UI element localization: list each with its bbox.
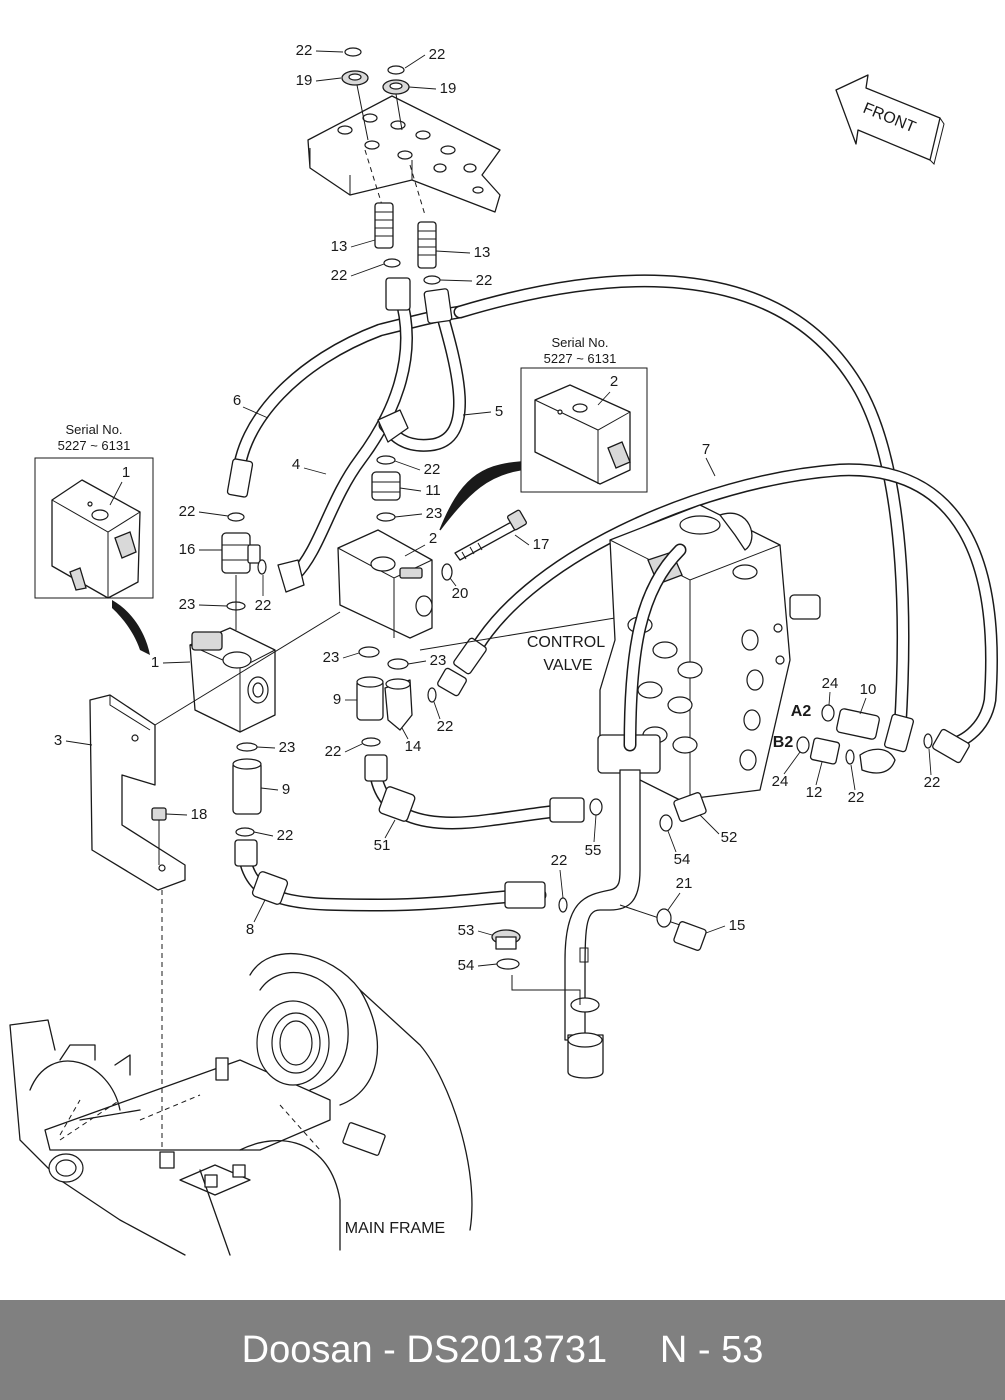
plug-53 — [491, 929, 521, 950]
callout-22: 22 — [296, 42, 313, 59]
callout-14: 14 — [405, 738, 422, 755]
callout-52: 52 — [721, 829, 738, 846]
callout-7: 7 — [702, 441, 710, 458]
main-frame-label: MAIN FRAME — [345, 1220, 445, 1237]
callout-11: 11 — [425, 482, 441, 499]
footer-text: Doosan - DS2013731 N - 53 — [241, 1328, 764, 1371]
elbow-14 — [384, 678, 413, 731]
callout-15: 15 — [729, 917, 746, 934]
check-valve-9-upper — [356, 676, 384, 721]
valve-block-2 — [337, 529, 433, 639]
callout-54: 54 — [458, 957, 475, 974]
callout-3: 3 — [54, 732, 62, 749]
hose-7-lower — [463, 463, 998, 752]
callout-22: 22 — [551, 852, 568, 869]
callout-13: 13 — [331, 238, 348, 255]
bracket-3 — [89, 694, 186, 891]
fitting-16 — [221, 532, 261, 574]
callout-22: 22 — [924, 774, 941, 791]
hose-8 — [238, 853, 547, 912]
callout-22: 22 — [848, 789, 865, 806]
callout-22: 22 — [255, 597, 272, 614]
inset-right-serial-range: 5227 ~ 6131 — [544, 351, 617, 366]
check-valve-9-lower — [232, 742, 262, 837]
callout-51: 51 — [374, 837, 391, 854]
mounting-plate — [307, 95, 501, 216]
callout-18: 18 — [191, 806, 208, 823]
callouts: 22 22 19 19 13 13 22 22 6 5 4 7 22 11 23… — [54, 42, 941, 974]
inset-left-serial-range: 5227 ~ 6131 — [58, 438, 131, 453]
pipe — [564, 543, 687, 1079]
control-valve-label-line1: CONTROL — [527, 634, 605, 651]
control-valve — [597, 504, 821, 801]
callout-22: 22 — [429, 46, 446, 63]
front-direction-arrow: FRONT — [835, 74, 945, 165]
callout-23: 23 — [323, 649, 340, 666]
valve-block-1 — [189, 627, 276, 733]
callout-22: 22 — [331, 267, 348, 284]
hose-4 — [288, 288, 413, 582]
fitting-13-right — [417, 221, 437, 269]
callout-10: 10 — [860, 681, 877, 698]
inset-left-part-number: 1 — [122, 464, 130, 481]
fitting-12 — [809, 737, 841, 765]
callout-22: 22 — [277, 827, 294, 844]
callout-17: 17 — [533, 536, 550, 553]
callout-23: 23 — [426, 505, 443, 522]
callout-53: 53 — [458, 922, 475, 939]
callout-21: 21 — [676, 875, 693, 892]
inset-left-serial-label: Serial No. — [65, 422, 122, 437]
callout-23: 23 — [179, 596, 196, 613]
callout-19: 19 — [296, 72, 313, 89]
callout-22: 22 — [424, 461, 441, 478]
callout-24: 24 — [822, 675, 839, 692]
hose-7-upper — [453, 274, 910, 737]
callout-16: 16 — [179, 541, 196, 558]
callout-22: 22 — [437, 718, 454, 735]
callout-12: 12 — [806, 784, 823, 801]
callout-22: 22 — [325, 743, 342, 760]
bolt-17 — [454, 509, 527, 561]
fitting-10 — [836, 708, 880, 740]
port-label-b2: B2 — [773, 734, 794, 751]
callout-4: 4 — [292, 456, 300, 473]
callout-9: 9 — [333, 691, 341, 708]
main-frame — [9, 953, 473, 1256]
callout-20: 20 — [452, 585, 469, 602]
callout-22: 22 — [476, 272, 493, 289]
footer-bar: Doosan - DS2013731 N - 53 — [0, 1300, 1005, 1400]
callout-9: 9 — [282, 781, 290, 798]
hydraulic-parts-diagram: FRONT — [9, 42, 998, 1256]
nut-19-left — [341, 70, 369, 86]
inset-right-part-number: 2 — [610, 373, 618, 390]
callout-24: 24 — [772, 773, 789, 790]
hose-6 — [231, 305, 467, 487]
callout-1: 1 — [151, 654, 159, 671]
inset-left: Serial No. 5227 ~ 6131 1 — [34, 422, 154, 599]
inset-right: Serial No. 5227 ~ 6131 2 — [520, 335, 648, 493]
callout-22: 22 — [179, 503, 196, 520]
callout-54: 54 — [674, 851, 691, 868]
callout-19: 19 — [440, 80, 457, 97]
callout-55: 55 — [585, 842, 602, 859]
nut-19-right — [382, 79, 410, 95]
inset-right-serial-label: Serial No. — [551, 335, 608, 350]
callout-6: 6 — [233, 392, 241, 409]
callout-8: 8 — [246, 921, 254, 938]
inset-left-pointer — [112, 600, 150, 655]
control-valve-label-line2: VALVE — [543, 657, 592, 674]
callout-13: 13 — [474, 244, 491, 261]
callout-23: 23 — [279, 739, 296, 756]
fitting-13-left — [374, 202, 394, 249]
callout-2: 2 — [429, 530, 437, 547]
callout-5: 5 — [495, 403, 503, 420]
fitting-11 — [371, 455, 401, 522]
callout-23: 23 — [430, 652, 447, 669]
port-label-a2: A2 — [791, 703, 812, 720]
